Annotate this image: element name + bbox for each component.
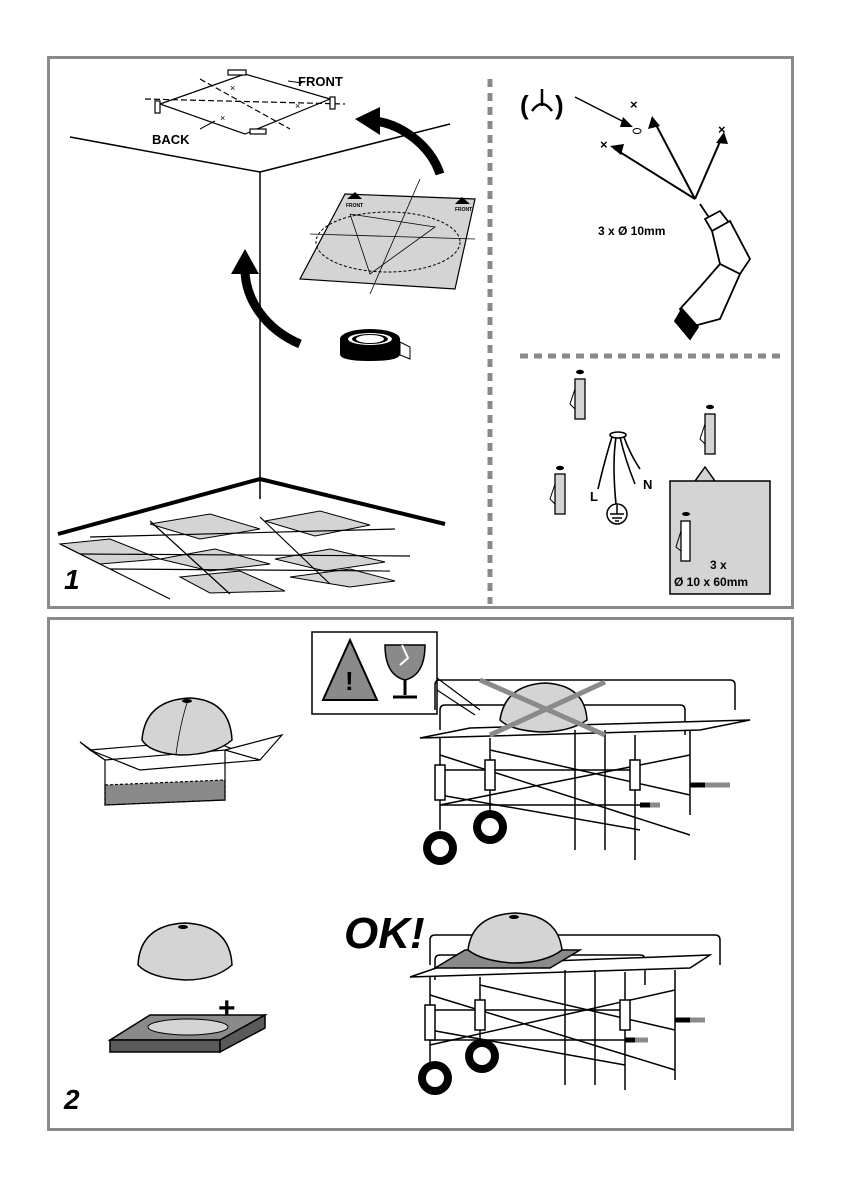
ok-label: OK! [344,912,425,956]
electrical-wires [598,432,640,504]
floor-tiles [60,511,395,593]
drill-spec-label: 3 x Ø 10mm [598,224,665,238]
step-2-number: 2 [64,1086,80,1114]
svg-text:×: × [220,113,225,123]
svg-text:×: × [230,83,235,93]
wire-label-n: N [643,477,652,492]
dome-hood-icon [468,913,562,963]
dome-hood-icon [142,698,232,755]
packaging-base-tray [110,1015,265,1052]
svg-text:!: ! [345,666,354,696]
front-label: FRONT [298,74,343,89]
template-front-left: FRONT [346,203,363,209]
wheel-icon [423,810,507,865]
svg-text:): ) [555,90,564,120]
step-1-number: 1 [64,566,80,594]
earth-ground-icon [607,504,627,524]
curved-arrow-icon [355,107,440,174]
wall-plug-icon [570,370,585,419]
step-1-illustration: × × × FRONT FRONT [50,59,791,606]
adhesive-tape-roll [340,329,410,361]
electric-drill-icon [675,204,750,339]
svg-text:×: × [630,97,638,112]
drill-arrows [615,121,722,199]
template-front-right: FRONT [455,207,472,213]
dome-hood-icon [138,923,232,980]
wall-plug-icon [550,466,565,514]
step-2-illustration: ! [50,620,791,1128]
fixing-arrow [575,97,628,124]
back-pointer [200,121,215,129]
plug-size-label: Ø 10 x 60mm [674,575,748,589]
back-label: BACK [152,132,190,147]
step-2-panel: ! [47,617,794,1131]
svg-text:(: ( [520,90,529,120]
room-corner [58,124,450,534]
curved-arrow-icon [231,249,300,344]
step-1-panel: × × × FRONT FRONT [47,56,794,609]
svg-text:×: × [295,101,300,111]
wall-plug-icon [700,405,715,454]
drill-hole-marks: × × × [600,97,726,152]
svg-text:×: × [600,137,608,152]
paper-template-sheet [300,179,475,294]
fixing-point-icon: ( ) [520,89,564,120]
plug-count-label: 3 x [710,558,727,572]
wire-label-l: L [590,489,598,504]
